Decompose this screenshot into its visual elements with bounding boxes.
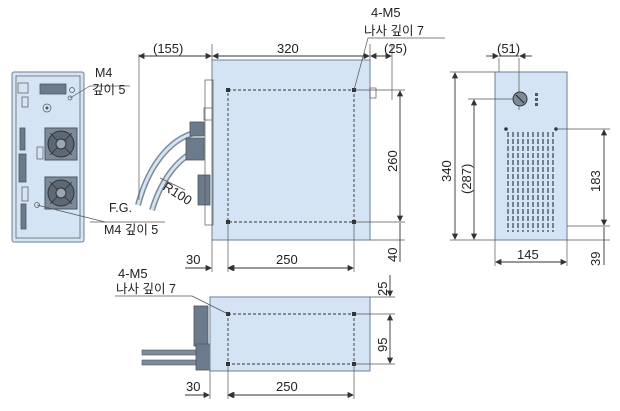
vent-grille	[507, 132, 554, 232]
rear-panel-view	[11, 71, 165, 243]
dim-40: 40	[385, 248, 400, 262]
dim-250-bottom: 250	[276, 379, 298, 394]
hole-label-bottom: 4-M5	[118, 266, 148, 281]
front-view	[135, 37, 445, 272]
m4-label: M4	[95, 66, 112, 80]
dim-340: 340	[439, 160, 454, 182]
fg-depth-label: M4 깊이 5	[104, 223, 158, 237]
dim-39: 39	[588, 252, 603, 266]
dim-51: (51)	[497, 41, 520, 56]
dim-155: (155)	[153, 41, 183, 56]
hole-depth-front: 나사 깊이 7	[364, 24, 424, 38]
dim-25-bottom: 25	[375, 282, 390, 296]
dim-30-bottom: 30	[186, 379, 200, 394]
dim-260: 260	[385, 150, 400, 172]
m4-depth-label: 깊이 5	[92, 83, 125, 97]
dim-183: 183	[588, 170, 603, 192]
dim-145: 145	[517, 247, 539, 262]
dim-30-front: 30	[186, 252, 200, 267]
fg-label: F.G.	[109, 201, 132, 215]
fan-icon	[44, 176, 78, 210]
dim-250-front: 250	[276, 252, 298, 267]
dim-320: 320	[277, 41, 299, 56]
dim-95: 95	[375, 338, 390, 352]
bottom-view	[115, 275, 395, 399]
dim-287: (287)	[459, 164, 474, 194]
radius-label: R100	[160, 179, 194, 208]
terminal-block-icon	[39, 83, 67, 95]
hole-depth-bottom: 나사 깊이 7	[116, 282, 176, 296]
side-view	[450, 52, 610, 266]
hole-label-front: 4-M5	[371, 5, 401, 20]
dim-25-top: (25)	[384, 41, 407, 56]
fan-icon	[44, 127, 78, 161]
